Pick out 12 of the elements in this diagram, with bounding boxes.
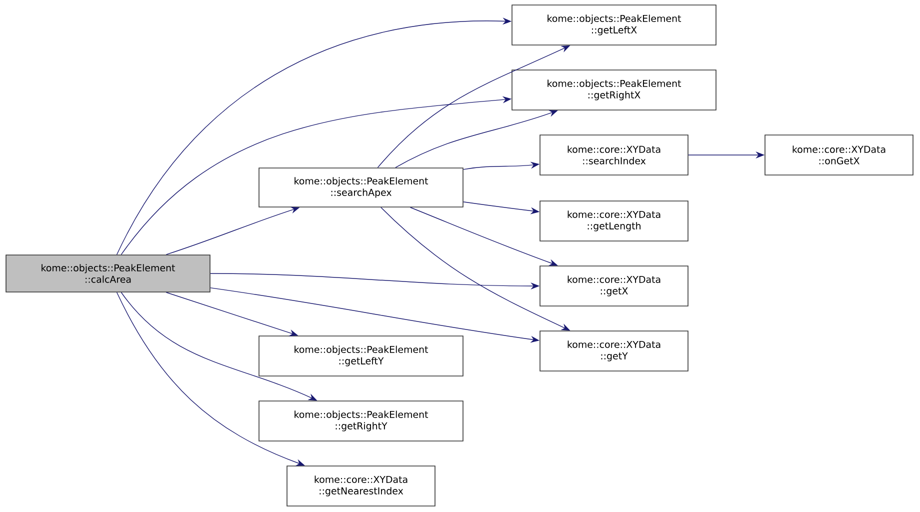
function-box: kome::core::XYData ::getLength — [540, 200, 688, 242]
function-box: kome::objects::PeakElement ::getRightY — [258, 400, 464, 442]
function-box: kome::objects::PeakElement ::calcArea — [6, 254, 210, 292]
function-box: kome::core::XYData ::onGetX — [764, 134, 914, 176]
function-box: kome::objects::PeakElement ::getLeftX — [512, 4, 716, 46]
function-box: kome::core::XYData ::getNearestIndex — [286, 466, 436, 506]
function-box: kome::objects::PeakElement ::getLeftY — [258, 336, 464, 376]
function-box: kome::core::XYData ::getX — [540, 266, 688, 306]
function-box: kome::objects::PeakElement ::getRightX — [512, 70, 716, 110]
function-box: kome::core::XYData ::searchIndex — [540, 134, 688, 176]
function-box: kome::core::XYData ::getY — [540, 330, 688, 372]
function-box: kome::objects::PeakElement ::searchApex — [258, 168, 464, 208]
